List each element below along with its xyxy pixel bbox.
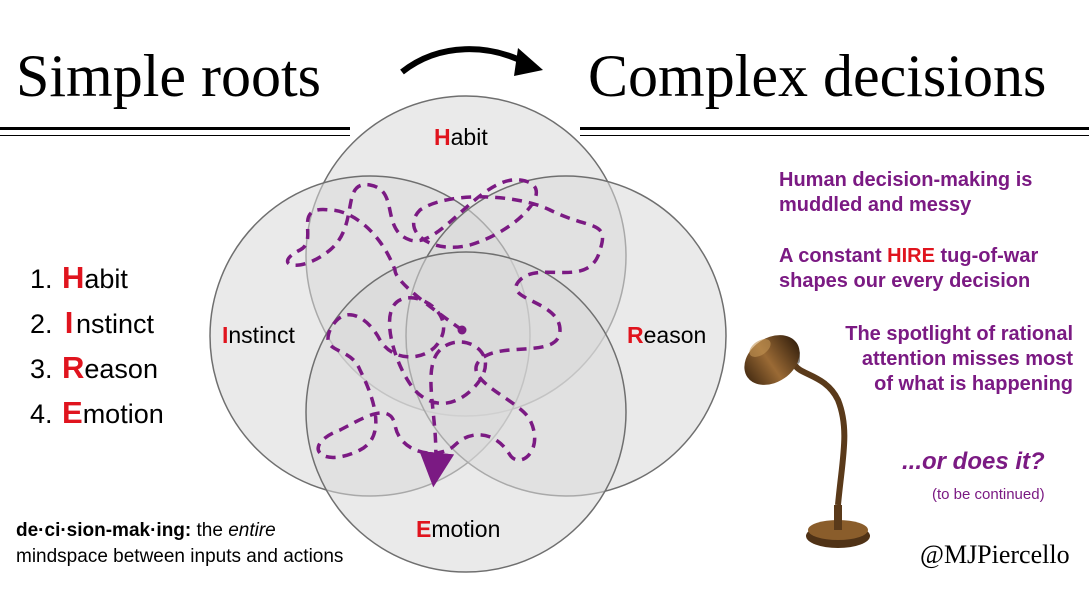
note-spotlight: The spotlight of rational attention miss… [845, 322, 1073, 397]
list-item: 1. Habit [30, 256, 164, 301]
list-item-number: 2. [30, 309, 53, 339]
note-spot-line3: of what is happening [874, 373, 1073, 395]
messy-decision-path [285, 178, 605, 488]
venn-label-reason-letter: R [627, 322, 644, 348]
list-item-letter: I [64, 305, 74, 340]
hire-list: 1. Habit 2. Instinct 3. Reason 4. Emotion [30, 256, 164, 436]
transition-arrowhead [514, 48, 543, 76]
note-spot-line2: attention misses most [861, 348, 1073, 370]
list-item: 4. Emotion [30, 391, 164, 436]
divider-left-thin [0, 135, 350, 136]
title-complex-decisions: Complex decisions [588, 43, 1047, 109]
venn-label-emotion-rest: motion [431, 516, 501, 542]
venn-label-reason-rest: eason [643, 322, 707, 348]
venn-label-habit-letter: H [434, 124, 451, 150]
divider-right [580, 127, 1089, 130]
list-item-text: nstinct [76, 309, 155, 339]
note-tug-post: tug-of-war [934, 245, 1039, 267]
list-item-number: 4. [30, 399, 53, 429]
venn-label-instinct: Instinct [222, 322, 295, 349]
venn-label-emotion: Emotion [416, 516, 500, 543]
list-item-text: motion [82, 399, 164, 429]
venn-label-reason: Reason [627, 322, 706, 349]
venn-label-emotion-letter: E [416, 516, 432, 542]
list-item-letter: R [62, 350, 85, 385]
note-tug-hire: HIRE [887, 245, 935, 267]
note-messy-line1: Human decision-making is [779, 169, 1033, 191]
list-item: 2. Instinct [30, 301, 164, 346]
title-simple-roots: Simple roots [16, 43, 322, 109]
list-item: 3. Reason [30, 346, 164, 391]
note-messy: Human decision-making is muddled and mes… [779, 168, 1032, 218]
path-start-dot [457, 325, 467, 335]
or-does-it-text: ...or does it? [902, 448, 1045, 475]
venn-label-instinct-rest: nstinct [228, 322, 295, 348]
definition-text: the [191, 520, 229, 541]
list-item-letter: E [62, 395, 83, 430]
circle-emotion [305, 251, 627, 573]
desk-lamp-image [744, 335, 870, 548]
divider-left [0, 127, 350, 130]
definition-emphasis: entire [228, 520, 276, 541]
definition-line2: mindspace between inputs and actions [16, 546, 344, 567]
venn-label-habit: Habit [434, 124, 488, 151]
definition-term: de·ci·sion-mak·ing: [16, 520, 192, 541]
note-tug-line2: shapes our every decision [779, 270, 1031, 292]
transition-arrow [400, 46, 530, 75]
to-be-continued-text: (to be continued) [932, 486, 1045, 503]
note-spot-line1: The spotlight of rational [845, 323, 1073, 345]
author-handle: @MJPiercello [920, 540, 1070, 569]
divider-right-thin [580, 135, 1089, 136]
list-item-letter: H [62, 260, 85, 295]
definition: de·ci·sion-mak·ing: the entire mindspace… [16, 518, 343, 570]
venn-label-instinct-letter: I [222, 322, 229, 348]
list-item-text: abit [84, 264, 128, 294]
note-tug-of-war: A constant HIRE tug-of-war shapes our ev… [779, 244, 1038, 294]
list-item-number: 3. [30, 354, 53, 384]
note-tug-pre: A constant [779, 245, 888, 267]
list-item-text: eason [84, 354, 158, 384]
venn-label-habit-rest: abit [450, 124, 488, 150]
list-item-number: 1. [30, 264, 53, 294]
note-messy-line2: muddled and messy [779, 194, 972, 216]
